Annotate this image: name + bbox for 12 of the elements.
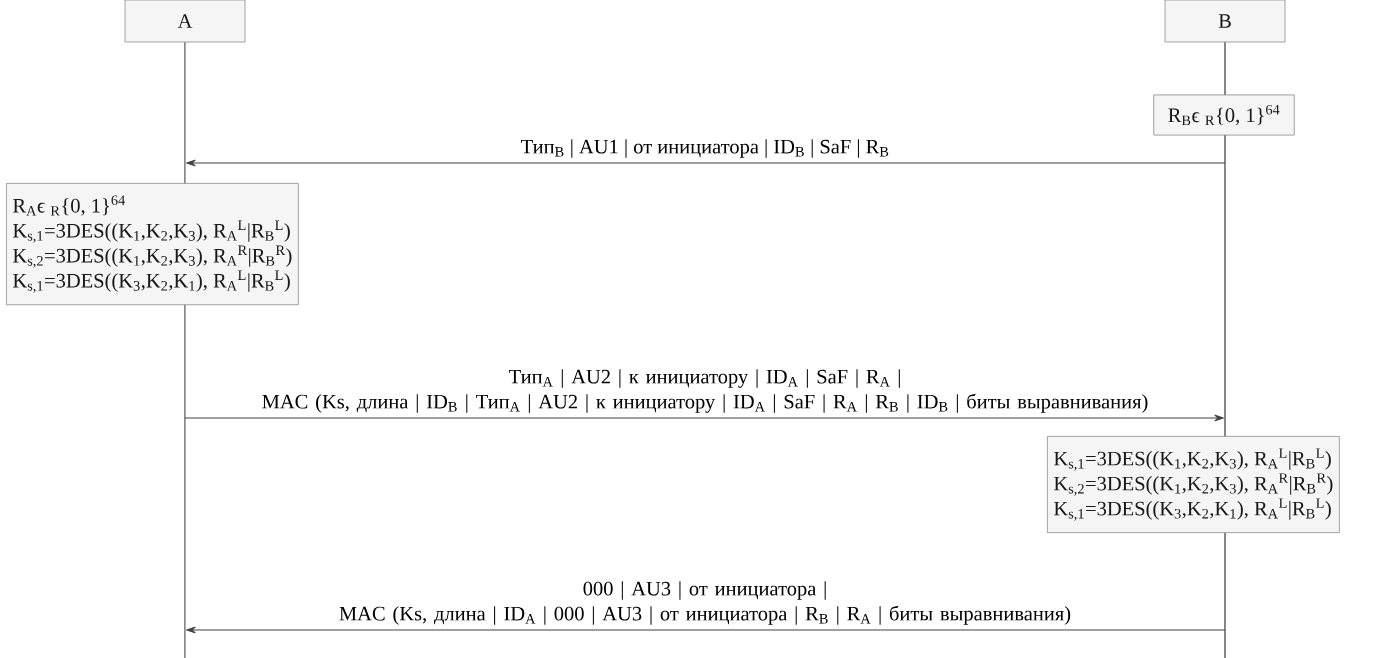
lifeline [1224,42,1226,658]
computation-box: K$_{s,1}$=3DES((K$_{1}$,K$_{2}$,K$_{3}$), R$_{A}$$^{L}$|R$_{B}$$^{L}$) K$_{s,2}$=3DES((K$_{1}$,K$_{2}$,K$_{3}$), R$_{A}$$^{R}$|R$_{B}$$^{R}$) K$_{s,1}$=3DES((K$_{3}$,K$_{2}$,K$_{1}$), R$_{A}$$^{L}$|R$_{B}$$^{L}$) [1047,436,1340,534]
message-arrow [186,159,1226,167]
edge-label: Тип$_{B}$ | AU1 | от инициатора | ID$_{B}$ | SaF | R$_{B}$ [521,139,889,158]
message-arrow [186,626,1226,634]
computation-box: R$_{B}$ϵ $_{R}${0, 1}$^{64}$ [1153,94,1295,136]
edge-label: 000 | AU3 | от инициатора | MAC (Ks, длина | ID$_{A}$ | 000 | AU3 | от инициатора | R$_{B}$ | R$_{A}$ | биты выравнивания) [339,581,1071,625]
computation-box: R$_{A}$ϵ $_{R}${0, 1}$^{64}$ K$_{s,1}$=3DES((K$_{1}$,K$_{2}$,K$_{3}$), R$_{A}$$^{L}$|R$_{B}$$^{L}$) K$_{s,2}$=3DES((K$_{1}$,K$_{2}$,K$_{3}$), R$_{A}$$^{R}$|R$_{B}$$^{R}$) K$_{s,1}$=3DES((K$_{3}$,K$_{2}$,K$_{1}$), R$_{A}$$^{L}$|R$_{B}$$^{L}$) [6,183,299,306]
participant-box: A [124,0,246,43]
participant-box: B [1164,0,1286,43]
message-arrow [184,414,1224,422]
edge-label: Тип$_{A}$ | AU2 | к инициатору | ID$_{A}$ | SaF | R$_{A}$ | MAC (Ks, длина | ID$_{B}$ | Тип$_{A}$ | AU2 | к инициатору | ID$_{A}$ | SaF | R$_{A}$ | R$_{B}$ | ID$_{B}$ | биты выравнивания) [262,369,1148,413]
